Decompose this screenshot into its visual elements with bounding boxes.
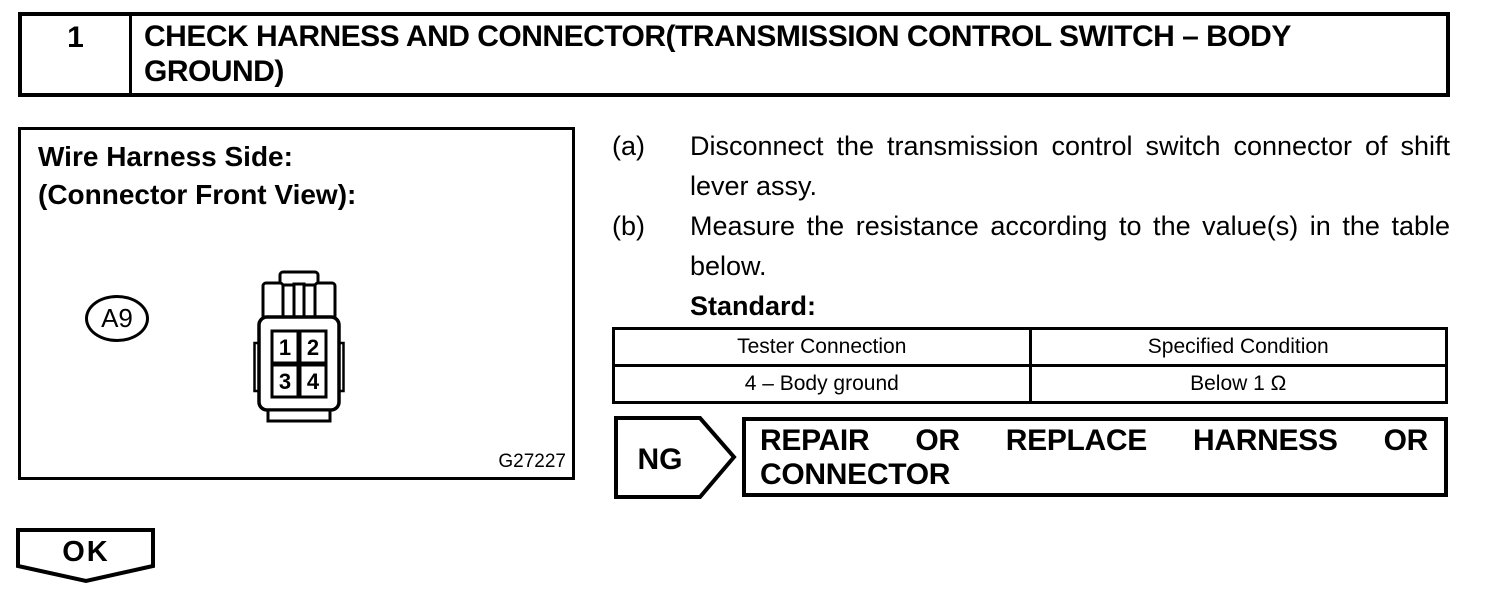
instruction-label-a: (a) [612,131,645,161]
spec-table-data-row: 4 – Body ground Below 1 Ω [612,364,1448,404]
connector-id-label: A9 [101,303,133,333]
connector-base [266,408,332,423]
instruction-label-b: (b) [612,211,645,241]
figure-title: Wire Harness Side: (Connector Front View… [38,138,356,214]
pin-label-2: 2 [307,335,319,360]
connector-center-stem [292,282,306,320]
figure-code: G27227 [498,451,566,472]
connector-id-badge: A9 [85,295,149,342]
ng-arrow-shape [614,416,737,499]
pin-cell-1 [270,329,300,365]
ng-arrow-label: NG [638,443,683,476]
pin-cell-4 [298,363,328,399]
step-header: 1 CHECK HARNESS AND CONNECTOR(TRANSMISSI… [18,12,1450,97]
pin-label-4: 4 [307,369,320,394]
pin-label-3: 3 [279,369,291,394]
spec-table-cell-specified-condition: Below 1 Ω [1028,364,1448,404]
ng-action-box: REPAIR OR REPLACE HARNESS OR CONNECTOR [742,417,1448,497]
ok-marker: OK [16,528,155,584]
connector-right-prong [313,281,337,321]
spec-table-header-row: Tester Connection Specified Condition [612,327,1448,367]
spec-table: Tester Connection Specified Condition 4 … [612,327,1448,404]
ok-marker-shape [16,528,155,584]
ng-action-line2: CONNECTOR [760,458,951,491]
step-title: CHECK HARNESS AND CONNECTOR(TRANSMISSION… [144,20,1291,88]
instruction-text-b: Measure the resistance according to the … [690,211,1450,281]
instruction-text-a: Disconnect the transmission control swit… [690,131,1450,201]
connector-diagram: 1 2 3 4 [253,270,345,423]
spec-table-header-specified-condition: Specified Condition [1028,327,1448,367]
figure-title-line1: Wire Harness Side: [38,141,293,172]
spec-table-header-tester-connection: Tester Connection [612,327,1032,367]
standard-label: Standard: [690,291,817,321]
step-number: 1 [22,16,132,93]
connector-left-prong [261,281,285,321]
pin-cell-3 [270,363,300,399]
instruction-item-a: (a) Disconnect the transmission control … [612,126,1450,206]
pin-cell-2 [298,329,328,365]
spec-table-cell-tester-connection: 4 – Body ground [612,364,1032,404]
instruction-list: (a) Disconnect the transmission control … [612,126,1450,326]
ok-marker-label: OK [62,536,110,568]
instruction-item-b: (b) Measure the resistance according to … [612,206,1450,286]
pin-label-1: 1 [279,335,291,360]
figure-title-line2: (Connector Front View): [38,179,357,210]
ng-action-line1: REPAIR OR REPLACE HARNESS OR [760,424,1428,457]
ng-arrow: NG [614,416,737,499]
connector-figure-box: Wire Harness Side: (Connector Front View… [18,127,575,480]
